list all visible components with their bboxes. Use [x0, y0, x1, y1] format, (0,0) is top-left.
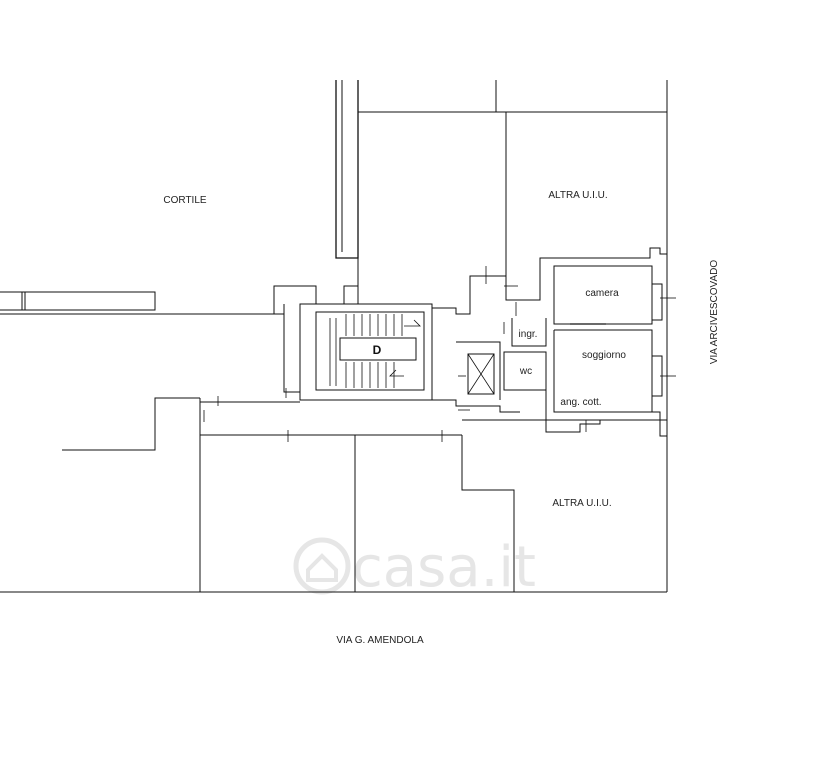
lift-cross-b	[467, 353, 495, 395]
stair-label-box	[339, 337, 417, 361]
window-bedroom	[651, 283, 663, 321]
stair-core-outline	[299, 303, 433, 401]
street-east-label: VIA ARCIVESCOVADO	[709, 260, 720, 365]
apartment-north-wall	[505, 247, 667, 301]
stair-arrow-up-icon	[404, 319, 421, 327]
street-south-label: VIA G. AMENDOLA	[336, 635, 424, 646]
apartment-south-step	[545, 412, 601, 433]
bedroom-label: camera	[585, 288, 619, 299]
courtyard-label: CORTILE	[163, 195, 206, 206]
toilet-outline	[503, 351, 547, 391]
lift-enclosure	[456, 341, 501, 400]
stair-treads	[329, 314, 403, 388]
entrance-label: ingr.	[519, 329, 538, 340]
stair-west-wall	[283, 304, 301, 398]
stair-core-label: D	[373, 343, 382, 357]
south-unit-east-wall	[461, 435, 515, 592]
corridor-north-wall	[432, 275, 506, 315]
other-unit-south-label: ALTRA U.I.U.	[552, 498, 611, 509]
courtyard-wall	[335, 80, 359, 259]
corridor-south-wall	[432, 399, 520, 413]
watermark-logo-icon	[293, 537, 351, 595]
southwest-recess	[62, 397, 200, 451]
walls	[0, 80, 668, 593]
watermark-text: casa.it	[352, 535, 536, 600]
lift-shaft	[467, 353, 495, 395]
other-unit-north-label: ALTRA U.I.U.	[548, 190, 607, 201]
west-wing-north	[0, 291, 156, 311]
toilet-label: wc	[519, 366, 532, 377]
labels: CORTILE ALTRA U.I.U. ALTRA U.I.U. camera…	[163, 190, 720, 646]
watermark-house-icon	[306, 553, 338, 582]
entrance-outline	[511, 318, 547, 347]
door-ticks	[203, 266, 676, 442]
living-room-label: soggiorno	[582, 350, 626, 361]
watermark: casa.it	[293, 535, 536, 600]
kitchen-corner-label: ang. cott.	[560, 397, 601, 408]
stair-landing-north	[273, 285, 358, 314]
stair-arrow-down-icon	[389, 369, 404, 377]
stair-core-inner	[315, 311, 425, 391]
apartment-south-jamb	[652, 411, 667, 437]
